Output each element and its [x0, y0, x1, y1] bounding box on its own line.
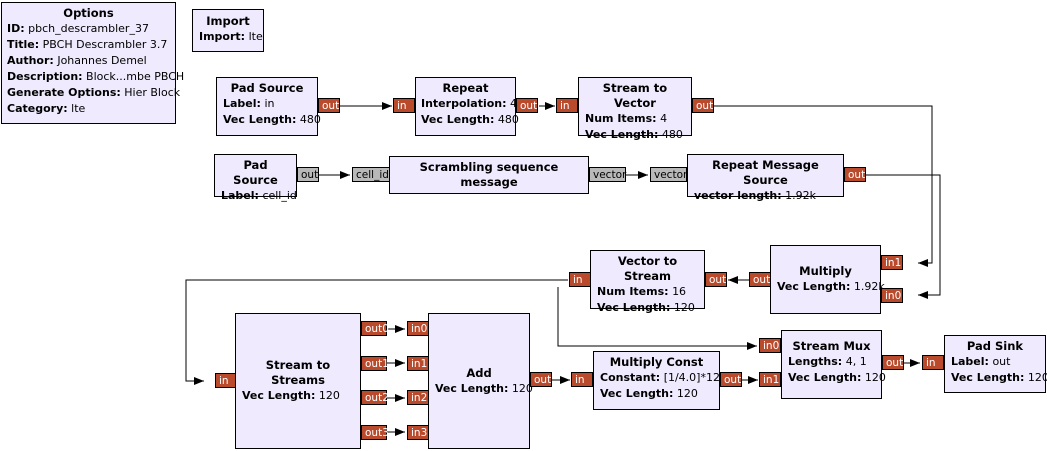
param-row: Num Items: 4 [585, 112, 668, 125]
options-row-author: Author: Johannes Demel [7, 54, 147, 67]
options-row-title: Title: PBCH Descrambler 3.7 [7, 38, 168, 51]
s2s-out0-port[interactable]: out0 [361, 321, 389, 336]
block-title: Add [466, 365, 492, 380]
add-in0-port[interactable]: in0 [407, 321, 429, 336]
repeatmsg-in-port[interactable]: vector [650, 167, 687, 182]
wire-repeatmsg-multiply [865, 174, 941, 299]
param-row: Constant: [1/4.0]*120 [600, 371, 727, 384]
param-row: vector length: 1.92k [694, 189, 817, 202]
param-row: Vec Length: 120 [242, 389, 340, 402]
param-row: Vec Length: 480 [585, 128, 683, 141]
repeat-message-source-block[interactable]: Repeat Message Source vector length: 1.9… [687, 154, 844, 202]
param-row: Vec Length: 120 [951, 371, 1047, 384]
options-row-id: ID: pbch_descrambler_37 [7, 22, 149, 35]
add-in3-port[interactable]: in3 [407, 425, 429, 440]
block-title: Stream to Streams [265, 358, 331, 387]
repeat-out-port[interactable]: out [516, 98, 538, 113]
param-row: Vec Length: 480 [223, 113, 321, 126]
s2s-out3-port[interactable]: out3 [361, 425, 389, 440]
param-row: Interpolation: 4 [421, 97, 518, 110]
param-row: Label: cell_id [221, 189, 297, 202]
repeat-block[interactable]: Repeat Interpolation: 4 Vec Length: 480 [415, 77, 519, 136]
block-title: Multiply [799, 264, 852, 278]
multiply-in1-port[interactable]: in1 [881, 255, 903, 270]
param-row: Vec Length: 120 [600, 387, 698, 400]
param-row: Vec Length: 120 [788, 371, 886, 384]
scrambling-block[interactable]: Scrambling sequence message [389, 156, 589, 194]
param-row: Vec Length: 120 [597, 301, 695, 314]
stream-mux-block[interactable]: Stream Mux Lengths: 4, 1 Vec Length: 120 [781, 330, 886, 399]
options-row-description: Description: Block...mbe PBCH [7, 70, 185, 83]
block-title: Pad Source [230, 81, 304, 95]
block-title: Repeat Message Source [712, 158, 819, 187]
multiply-const-block[interactable]: Multiply Const Constant: [1/4.0]*120 Vec… [593, 351, 727, 410]
import-row: Import: lte [199, 30, 263, 43]
mulconst-out-port[interactable]: out [720, 372, 742, 387]
wire-s2v-multiply [714, 105, 933, 267]
options-row-category: Category: lte [7, 102, 86, 115]
repeatmsg-out-port[interactable]: out [844, 167, 866, 182]
vector-to-stream-block[interactable]: Vector to Stream Num Items: 16 Vec Lengt… [590, 250, 705, 314]
s2s-out2-port[interactable]: out2 [361, 390, 389, 405]
v2s-in-port[interactable]: in [569, 272, 591, 287]
wire-v2s-s2s [185, 279, 568, 385]
multiply-out-port[interactable]: out [749, 272, 771, 287]
param-row: Num Items: 16 [597, 285, 687, 298]
pad-source-cellid-out-port[interactable]: out [297, 167, 319, 182]
add-out-port[interactable]: out [530, 372, 552, 387]
options-row-generate: Generate Options: Hier Block [7, 86, 181, 99]
add-in1-port[interactable]: in1 [407, 356, 429, 371]
wire-v2s-mux [557, 287, 757, 350]
multiply-block[interactable]: Multiply Vec Length: 1.92k [770, 245, 885, 314]
pad-source-cellid-block[interactable]: Pad Source Label: cell_id [214, 154, 297, 202]
add-in2-port[interactable]: in2 [407, 390, 429, 405]
s2s-out1-port[interactable]: out1 [361, 356, 389, 371]
s2v-in-port[interactable]: in [556, 98, 578, 113]
block-title: Stream Mux [792, 339, 871, 353]
block-title: Pad Source [233, 158, 278, 187]
mux-out-port[interactable]: out [882, 355, 904, 370]
block-title: Pad Sink [966, 339, 1024, 353]
pad-source-in-block[interactable]: Pad Source Label: in Vec Length: 480 [216, 77, 321, 136]
stream-to-streams-block[interactable]: Stream to Streams Vec Length: 120 [235, 313, 361, 449]
param-row: Vec Length: 480 [421, 113, 519, 126]
param-row: Label: out [951, 355, 1011, 368]
repeat-in-port[interactable]: in [393, 98, 415, 113]
block-title: Repeat [442, 81, 489, 95]
pad-sink-block[interactable]: Pad Sink Label: out Vec Length: 120 [944, 335, 1047, 393]
param-row: Lengths: 4, 1 [788, 355, 867, 368]
param-row: Label: in [223, 97, 275, 110]
block-title: Stream to Vector [602, 81, 668, 110]
block-title: Vector to Stream [617, 254, 678, 283]
block-title: Scrambling sequence message [419, 160, 559, 189]
block-title: Multiply Const [609, 355, 704, 369]
options-block[interactable]: Options ID: pbch_descrambler_37 Title: P… [1, 2, 185, 124]
multiply-in0-port[interactable]: in0 [881, 288, 903, 303]
stream-to-vector-block[interactable]: Stream to Vector Num Items: 4 Vec Length… [578, 77, 692, 141]
pad-sink-in-port[interactable]: in [922, 355, 944, 370]
mux-in1-port[interactable]: in1 [759, 372, 781, 387]
param-row: Vec Length: 120 [435, 381, 533, 395]
param-row: Vec Length: 1.92k [777, 280, 885, 293]
scrambling-out-port[interactable]: vector [589, 167, 626, 182]
pad-source-in-out-port[interactable]: out [318, 98, 340, 113]
scrambling-in-port[interactable]: cell_id [352, 167, 390, 182]
mulconst-in-port[interactable]: in [571, 372, 593, 387]
options-title: Options [63, 6, 114, 20]
import-block[interactable]: Import Import: lte [192, 9, 264, 52]
mux-in0-port[interactable]: in0 [759, 338, 781, 353]
s2s-in-port[interactable]: in [215, 373, 237, 388]
import-title: Import [206, 14, 250, 28]
s2v-out-port[interactable]: out [692, 98, 714, 113]
add-block[interactable]: Add Vec Length: 120 [428, 313, 533, 449]
v2s-out-port[interactable]: out [705, 272, 727, 287]
